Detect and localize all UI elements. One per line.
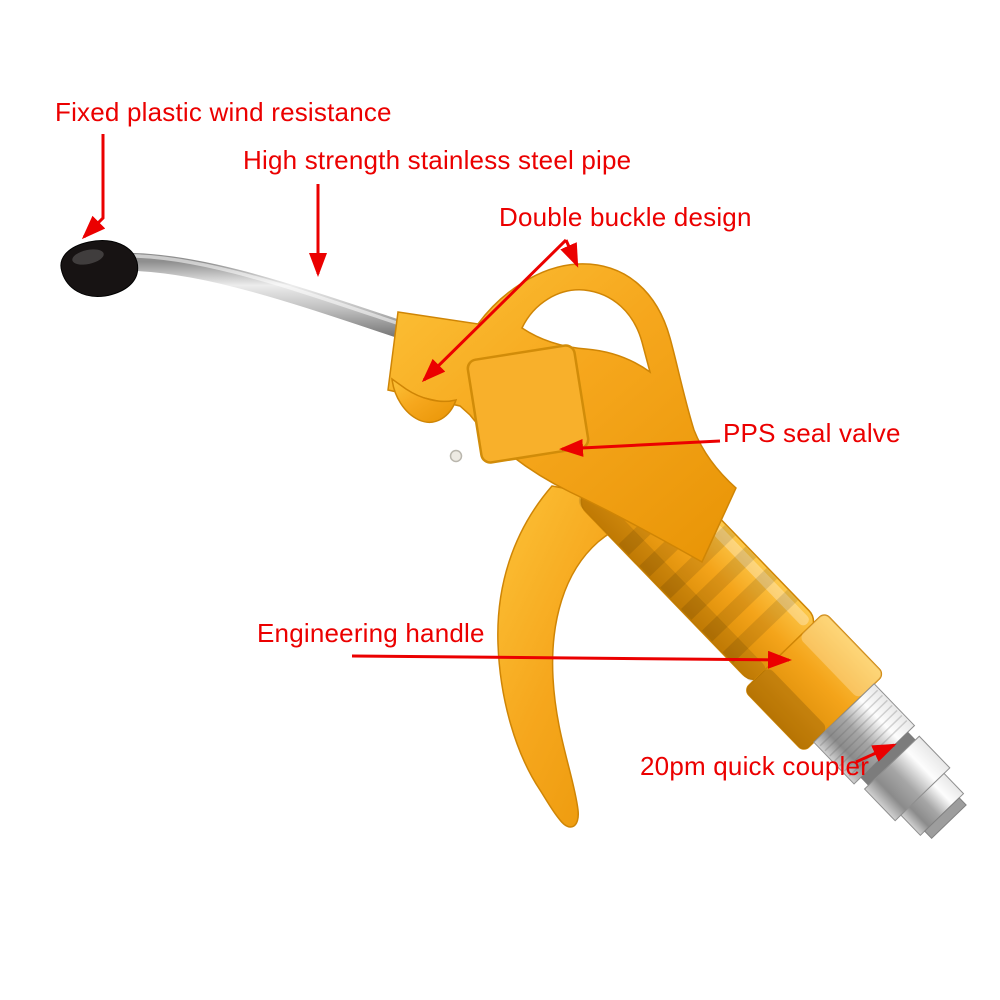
- plastic-nozzle-tip: [60, 240, 139, 298]
- label-coupler: 20pm quick coupler: [640, 751, 870, 781]
- arrow-pps-valve: [559, 438, 721, 457]
- arrow-wind-resistance: [81, 134, 106, 240]
- label-wind-resistance: Fixed plastic wind resistance: [55, 97, 392, 127]
- label-pps-valve: PPS seal valve: [723, 418, 901, 448]
- label-double-buckle: Double buckle design: [499, 202, 752, 232]
- arrow-double-buckle-hook: [421, 238, 568, 383]
- label-steel-pipe: High strength stainless steel pipe: [243, 145, 632, 175]
- annotation-arrows: [81, 134, 897, 764]
- arrow-handle: [351, 650, 792, 669]
- coupler-collar: [746, 614, 883, 750]
- arrow-coupler: [855, 743, 897, 764]
- stainless-steel-pipe: [103, 252, 441, 349]
- buckle-hook: [391, 377, 458, 423]
- body-plate: [466, 344, 590, 464]
- label-handle: Engineering handle: [257, 618, 485, 648]
- pivot-pin: [449, 449, 463, 463]
- arrow-double-buckle-top: [560, 239, 579, 268]
